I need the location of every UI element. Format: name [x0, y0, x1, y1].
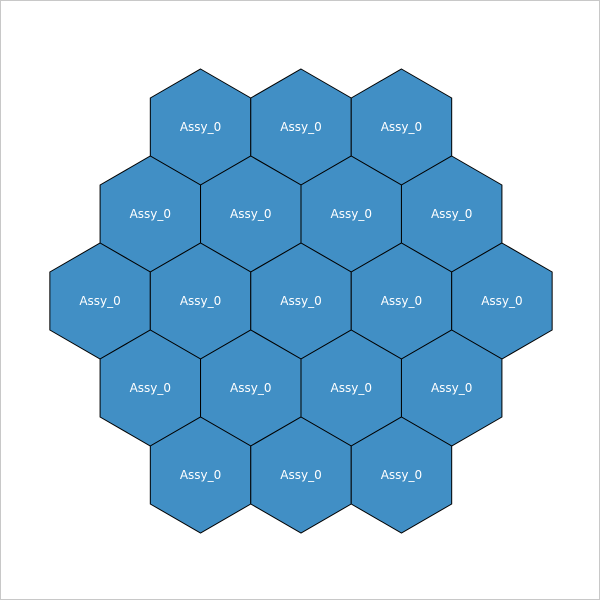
hex-label: Assy_0: [180, 120, 221, 134]
hex-label: Assy_0: [381, 294, 422, 308]
hex-assembly-r1-c3[interactable]: Assy_0: [400, 155, 503, 273]
hex-assembly-r4-c2[interactable]: Assy_0: [350, 416, 453, 534]
hex-label: Assy_0: [180, 294, 221, 308]
hex-label: Assy_0: [431, 207, 472, 221]
hex-label: Assy_0: [280, 120, 321, 134]
hex-assembly-r0-c2[interactable]: Assy_0: [350, 68, 453, 186]
hex-shape[interactable]: [350, 416, 453, 534]
hex-label: Assy_0: [331, 381, 372, 395]
hex-assembly-r2-c4[interactable]: Assy_0: [451, 242, 553, 360]
hex-label: Assy_0: [79, 294, 120, 308]
hex-label: Assy_0: [230, 207, 271, 221]
hex-assembly-r3-c1[interactable]: Assy_0: [200, 329, 302, 447]
hex-assembly-r3-c3[interactable]: Assy_0: [400, 329, 503, 447]
hex-label: Assy_0: [280, 294, 321, 308]
hex-label: Assy_0: [381, 120, 422, 134]
hex-assembly-r4-c1[interactable]: Assy_0: [250, 416, 352, 534]
hex-label: Assy_0: [130, 207, 171, 221]
hex-label: Assy_0: [230, 381, 271, 395]
hex-label: Assy_0: [280, 468, 321, 482]
hex-label: Assy_0: [180, 468, 221, 482]
hex-assembly-r3-c2[interactable]: Assy_0: [300, 329, 402, 447]
hex-label: Assy_0: [381, 468, 422, 482]
hex-assembly-r1-c1[interactable]: Assy_0: [200, 155, 302, 273]
hex-label: Assy_0: [481, 294, 522, 308]
hex-label: Assy_0: [431, 381, 472, 395]
hex-assembly-r1-c2[interactable]: Assy_0: [300, 155, 402, 273]
hex-label: Assy_0: [331, 207, 372, 221]
hex-label: Assy_0: [130, 381, 171, 395]
hex-assembly-r2-c3[interactable]: Assy_0: [350, 242, 453, 360]
